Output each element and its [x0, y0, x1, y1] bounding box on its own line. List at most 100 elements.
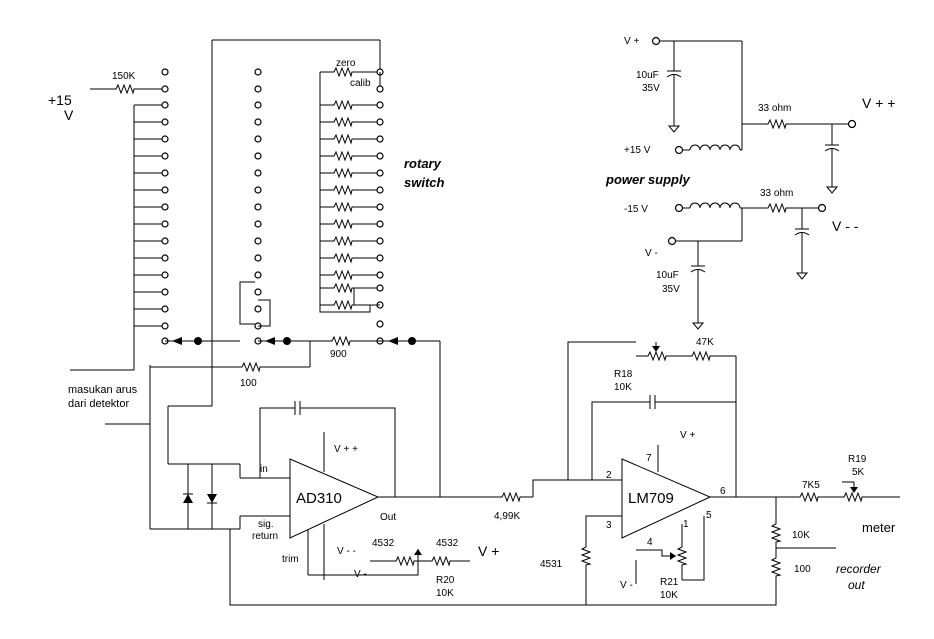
- r900-label: 900: [330, 349, 347, 360]
- power-supply-label: power supply: [605, 172, 691, 187]
- pin4-label: 4: [647, 537, 653, 548]
- r4532b-label: 4532: [436, 538, 459, 549]
- pin3-label: 3: [606, 520, 612, 531]
- left-switch-bank: +15 V 150K: [48, 68, 240, 371]
- r47k-resistor: [689, 351, 713, 361]
- r33b-label: 33 ohm: [760, 188, 793, 199]
- r10k-label: 10K: [792, 530, 810, 541]
- trim-label: trim: [282, 554, 299, 565]
- r33a-label: 33 ohm: [758, 103, 791, 114]
- r33a-resistor: [765, 119, 789, 129]
- return-label: return: [252, 531, 278, 542]
- r900-resistor: [329, 336, 353, 346]
- sig-label: sig.: [258, 519, 274, 530]
- plus15-inductor: [689, 144, 741, 151]
- pin2-label: 2: [606, 470, 612, 481]
- r100b-label: 100: [794, 564, 811, 575]
- ps-vminus-label: V -: [645, 248, 658, 259]
- r100b-resistor: [771, 555, 781, 579]
- r7k5-label: 7K5: [802, 480, 820, 491]
- r4531-label: 4531: [540, 559, 563, 570]
- r4532a-label: 4532: [372, 538, 395, 549]
- r150k-resistor: [113, 84, 137, 94]
- rotary-bottom-link: [319, 304, 380, 313]
- rotary-loop-a: [239, 281, 255, 325]
- r18b-label: 10K: [614, 382, 632, 393]
- plus15-unit-label: V: [64, 107, 74, 123]
- diode-a: [183, 494, 193, 503]
- r19b-label: 5K: [852, 467, 865, 478]
- rotary-right-terminals: [376, 68, 384, 345]
- ps-vplus-label: V +: [624, 36, 639, 47]
- rotary-left-terminals: [254, 68, 262, 345]
- left-terminal-rows: [134, 104, 162, 327]
- trim-vplus-label: V +: [478, 543, 499, 559]
- right-wiper-arrow: [388, 337, 398, 345]
- ad310-vmm-label: V - -: [337, 546, 356, 557]
- r47k-label: 47K: [696, 337, 714, 348]
- r21b-label: 10K: [660, 590, 678, 601]
- rotary-label: rotary: [404, 156, 442, 171]
- lm709-stage: LM709 2 3 7 6 1 5 4 V + 47K R18 10K 4531: [540, 337, 900, 605]
- plus15-label: +15: [48, 92, 72, 108]
- r21-pot: [677, 544, 687, 568]
- r21a-label: R21: [660, 577, 679, 588]
- pin6-label: 6: [720, 486, 726, 497]
- pin5-label: 5: [706, 510, 712, 521]
- r7k5-resistor: [797, 492, 821, 502]
- switch-label: switch: [404, 175, 445, 190]
- lm709-opamp: [621, 458, 712, 539]
- recorder-label: recorder: [836, 562, 882, 576]
- cap2-v-label: 35V: [662, 284, 680, 295]
- r19-pot: [841, 492, 865, 502]
- mid-wiper-arrow: [265, 337, 275, 345]
- ad310-label: AD310: [296, 490, 342, 507]
- ad310-vpp-label: V + +: [334, 444, 358, 455]
- r19a-label: R19: [848, 454, 867, 465]
- vmm-label: V - -: [832, 218, 859, 234]
- in-label: in: [260, 464, 268, 475]
- out-rec-label: out: [848, 578, 865, 592]
- power-supply: power supply V + 10uF 35V +15 V 33 ohm V…: [605, 36, 895, 330]
- r150k-label: 150K: [112, 71, 136, 82]
- lm709-label: LM709: [628, 490, 674, 507]
- rotary-switch-bank: zero calib rotary switch 900 100: [150, 39, 445, 497]
- r20a-label: R20: [436, 575, 455, 586]
- r18a-label: R18: [614, 369, 633, 380]
- zero-label: zero: [336, 58, 356, 69]
- out-label: Out: [380, 512, 396, 523]
- trim-pot-resistor: [393, 556, 417, 566]
- vpp-label: V + +: [862, 95, 895, 111]
- cap2-val-label: 10uF: [656, 270, 679, 281]
- rotary-loop-b: [258, 299, 271, 327]
- minus15-inductor: [689, 202, 741, 209]
- masukan-label-1: masukan arus: [68, 384, 138, 396]
- lm709-vplus-label: V +: [680, 430, 695, 441]
- ad310-opamp: [289, 458, 380, 539]
- calib-label: calib: [350, 78, 371, 89]
- r10k-resistor: [771, 521, 781, 545]
- r499-resistor: [499, 492, 523, 502]
- r100-resistor: [239, 362, 263, 372]
- r4531-resistor: [581, 544, 591, 568]
- ad310-stage: AD310 in sig. return trim Out V + + V - …: [150, 401, 777, 606]
- ps-plus15-label: +15 V: [624, 145, 651, 156]
- lm709-vminus-label: V -: [620, 580, 633, 591]
- rotary-right-resistors: [319, 67, 378, 310]
- r33b-resistor: [765, 203, 789, 213]
- r18-pot: [645, 351, 669, 361]
- diode-b: [207, 494, 217, 503]
- masukan-label-2: dari detektor: [68, 398, 129, 410]
- ps-minus15-label: -15 V: [624, 204, 648, 215]
- pin1-label: 1: [683, 519, 689, 530]
- r499-label: 4,99K: [494, 511, 520, 522]
- r100a-label: 100: [240, 378, 257, 389]
- left-terminals: [161, 68, 169, 345]
- cap1-v-label: 35V: [642, 83, 660, 94]
- cap1-val-label: 10uF: [636, 70, 659, 81]
- r4532b-resistor: [429, 556, 453, 566]
- meter-label: meter: [862, 520, 896, 535]
- pin7-label: 7: [646, 453, 652, 464]
- r20b-label: 10K: [436, 588, 454, 599]
